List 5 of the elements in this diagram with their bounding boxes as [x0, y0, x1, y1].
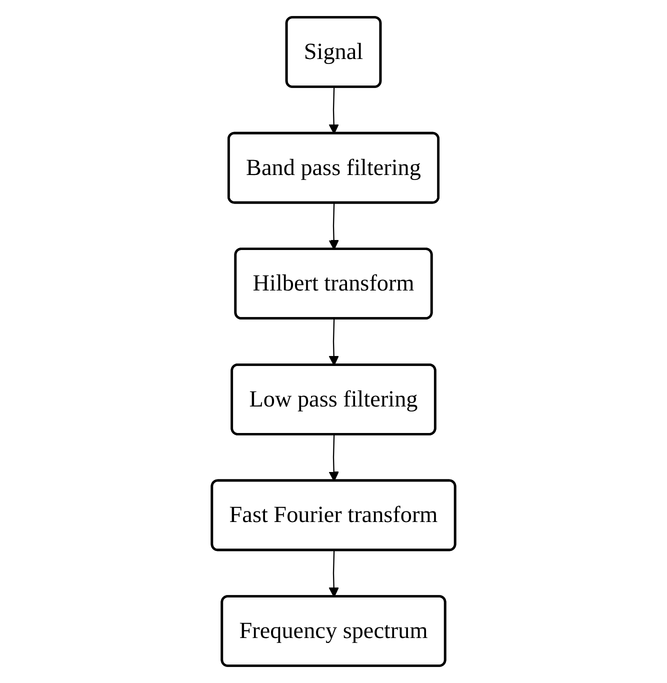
arrow	[328, 434, 339, 482]
arrow	[328, 318, 339, 366]
arrow	[328, 203, 339, 250]
arrow	[328, 87, 339, 134]
arrow	[328, 550, 339, 598]
